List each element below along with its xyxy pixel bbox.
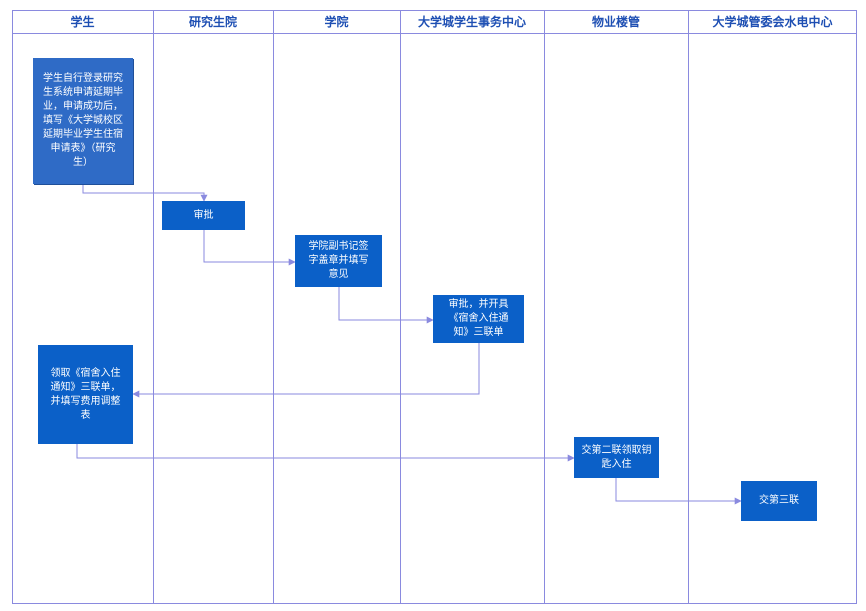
lane-title-utilities-center: 大学城管委会水电中心: [712, 15, 833, 29]
connector-apply-to-approve: [82, 184, 208, 202]
lane-separator: [544, 10, 545, 604]
step-third-copy: 交第三联: [741, 481, 817, 521]
lane-title-student: 学生: [70, 15, 95, 29]
lane-separator: [273, 10, 274, 604]
step-college-sign: 学院副书记签 字盖章并填写 意见: [295, 235, 382, 287]
step-issue-notice: 审批，并开具 《宿舍入住通 知》三联单: [433, 295, 524, 343]
step-checkin: 交第二联领取钥 匙入住: [574, 437, 659, 478]
connector-approve-to-college: [203, 230, 296, 266]
step-apply-extension: 学生自行登录研究 生系统申请延期毕 业，申请成功后， 填写《大学城校区 延期毕业…: [33, 58, 133, 184]
connector-issue-to-collect: [132, 343, 480, 398]
swimlane-frame: [12, 10, 857, 604]
lane-title-college: 学院: [324, 15, 349, 29]
connector-checkin-to-third: [615, 478, 742, 505]
connector-college-to-issue: [338, 287, 434, 324]
lane-title-student-affairs-center: 大学城学生事务中心: [417, 15, 526, 29]
lane-separator: [400, 10, 401, 604]
lane-title-graduate-school: 研究生院: [188, 15, 237, 29]
step-graduate-approval: 审批: [162, 201, 245, 230]
lane-separator: [153, 10, 154, 604]
step-collect-notice: 领取《宿舍入住 通知》三联单， 并填写费用调整 表: [38, 345, 133, 444]
lane-title-property-management: 物业楼管: [591, 15, 640, 29]
connector-collect-to-checkin: [76, 444, 575, 462]
lane-header-row: [12, 10, 857, 34]
lane-separator: [688, 10, 689, 604]
